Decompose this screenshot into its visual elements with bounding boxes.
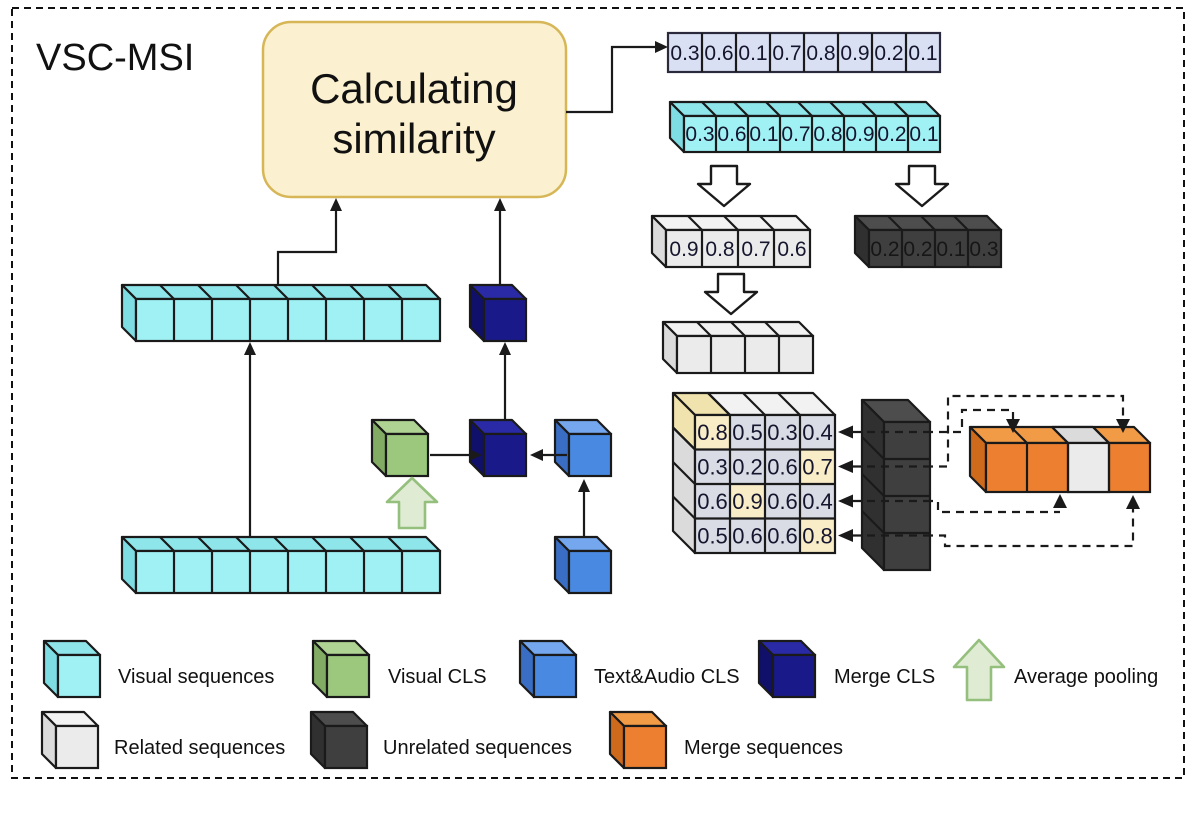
svg-text:0.3: 0.3: [697, 455, 728, 480]
svg-text:0.6: 0.6: [777, 238, 806, 261]
calculating-similarity-box: Calculating similarity: [261, 20, 568, 199]
unrelated-row: 0.2 0.2 0.1 0.3: [853, 214, 1003, 269]
text-audio-cls-cube-bottom: [553, 535, 613, 595]
svg-text:0.4: 0.4: [802, 489, 833, 514]
svg-text:0.6: 0.6: [767, 489, 798, 514]
legend-related-sequences-icon: [40, 710, 100, 770]
flow-connectors: [244, 41, 668, 537]
svg-text:0.3: 0.3: [670, 42, 699, 65]
svg-text:0.8: 0.8: [813, 123, 842, 146]
svg-text:0.6: 0.6: [704, 42, 733, 65]
legend-average-pooling-icon: [952, 638, 1006, 702]
svg-text:0.7: 0.7: [772, 42, 801, 65]
svg-text:0.6: 0.6: [767, 524, 798, 549]
related-row: 0.9 0.8 0.7 0.6: [650, 214, 812, 269]
legend-visual-sequences-icon: [42, 639, 102, 699]
matrix-values: 0.8 0.5 0.3 0.4 0.3 0.2 0.6 0.7 0.6 0.9 …: [697, 420, 833, 549]
legend: Visual sequences Visual CLS Text&Audio C…: [40, 638, 1158, 770]
svg-text:0.6: 0.6: [732, 524, 763, 549]
svg-text:0.2: 0.2: [732, 455, 763, 480]
svg-text:0.7: 0.7: [741, 238, 770, 261]
merge-cls-cube-top: [468, 283, 528, 343]
pooled-row: [661, 320, 815, 375]
legend-merge-cls-icon: [757, 639, 817, 699]
svg-text:0.9: 0.9: [669, 238, 698, 261]
box-label-line1: Calculating: [310, 65, 518, 112]
svg-text:0.5: 0.5: [732, 420, 763, 445]
svg-text:0.3: 0.3: [767, 420, 798, 445]
svg-text:0.8: 0.8: [802, 524, 833, 549]
box-label-line2: similarity: [332, 115, 495, 162]
svg-text:0.9: 0.9: [732, 489, 763, 514]
svg-text:0.6: 0.6: [717, 123, 746, 146]
legend-merge-sequences-label: Merge sequences: [684, 737, 843, 759]
legend-merge-sequences-icon: [608, 710, 668, 770]
svg-text:0.3: 0.3: [969, 238, 998, 261]
legend-merge-cls-label: Merge CLS: [834, 666, 935, 688]
svg-text:0.4: 0.4: [802, 420, 833, 445]
average-pooling-arrow-icon: [385, 476, 439, 530]
matrix-highlight-cells: [695, 415, 835, 553]
svg-text:0.1: 0.1: [738, 42, 767, 65]
merge-routing-connectors: [838, 394, 1140, 548]
svg-text:0.9: 0.9: [845, 123, 874, 146]
similarity-scores-row: 0.3 0.6 0.1 0.7 0.8 0.9 0.2 0.1: [666, 31, 942, 74]
merge-cls-cube-mid: [468, 418, 528, 478]
similarity-score-values: 0.3 0.6 0.1 0.7 0.8 0.9 0.2 0.1: [670, 42, 937, 65]
svg-text:0.1: 0.1: [936, 238, 965, 261]
svg-text:0.1: 0.1: [749, 123, 778, 146]
svg-text:0.2: 0.2: [877, 123, 906, 146]
legend-visual-cls-label: Visual CLS: [388, 666, 487, 688]
legend-average-pooling-label: Average pooling: [1014, 666, 1158, 688]
legend-visual-cls-icon: [311, 639, 371, 699]
svg-text:0.9: 0.9: [840, 42, 869, 65]
text-audio-cls-cube-top: [553, 418, 613, 478]
svg-text:0.8: 0.8: [806, 42, 835, 65]
unrelated-values: 0.2 0.2 0.1 0.3: [870, 238, 998, 261]
visual-sequence-values: 0.3 0.6 0.1 0.7 0.8 0.9 0.2 0.1: [685, 123, 938, 146]
svg-text:0.7: 0.7: [802, 455, 833, 480]
svg-text:0.2: 0.2: [870, 238, 899, 261]
legend-unrelated-sequences-label: Unrelated sequences: [383, 737, 572, 759]
unrelated-stack: [860, 398, 932, 572]
legend-visual-sequences-label: Visual sequences: [118, 666, 274, 688]
legend-text-audio-cls-icon: [518, 639, 578, 699]
similarity-matrix: 0.8 0.5 0.3 0.4 0.3 0.2 0.6 0.7 0.6 0.9 …: [671, 391, 837, 555]
split-arrow-right-icon: [894, 164, 950, 208]
svg-text:0.8: 0.8: [705, 238, 734, 261]
legend-related-sequences-label: Related sequences: [114, 737, 285, 759]
legend-text-audio-cls-label: Text&Audio CLS: [594, 666, 740, 688]
svg-text:0.3: 0.3: [685, 123, 714, 146]
split-arrow-left-icon: [696, 164, 752, 208]
diagram-title: VSC-MSI: [36, 37, 194, 79]
diagram-frame: [11, 7, 1185, 779]
visual-sequence-scored-row: 0.3 0.6 0.1 0.7 0.8 0.9 0.2 0.1: [668, 100, 942, 154]
svg-text:0.1: 0.1: [908, 42, 937, 65]
svg-text:0.2: 0.2: [874, 42, 903, 65]
svg-text:0.8: 0.8: [697, 420, 728, 445]
visual-sequence-row-top: [120, 283, 442, 343]
svg-text:0.7: 0.7: [781, 123, 810, 146]
svg-text:0.2: 0.2: [903, 238, 932, 261]
svg-text:0.5: 0.5: [697, 524, 728, 549]
visual-sequence-row-bottom: [120, 535, 442, 595]
svg-text:0.6: 0.6: [767, 455, 798, 480]
legend-unrelated-sequences-icon: [309, 710, 369, 770]
pool-arrow-icon: [703, 272, 759, 316]
merge-sequence-row: [968, 425, 1152, 494]
visual-cls-cube: [370, 418, 430, 478]
related-values: 0.9 0.8 0.7 0.6: [669, 238, 806, 261]
svg-text:0.6: 0.6: [697, 489, 728, 514]
svg-text:0.1: 0.1: [909, 123, 938, 146]
